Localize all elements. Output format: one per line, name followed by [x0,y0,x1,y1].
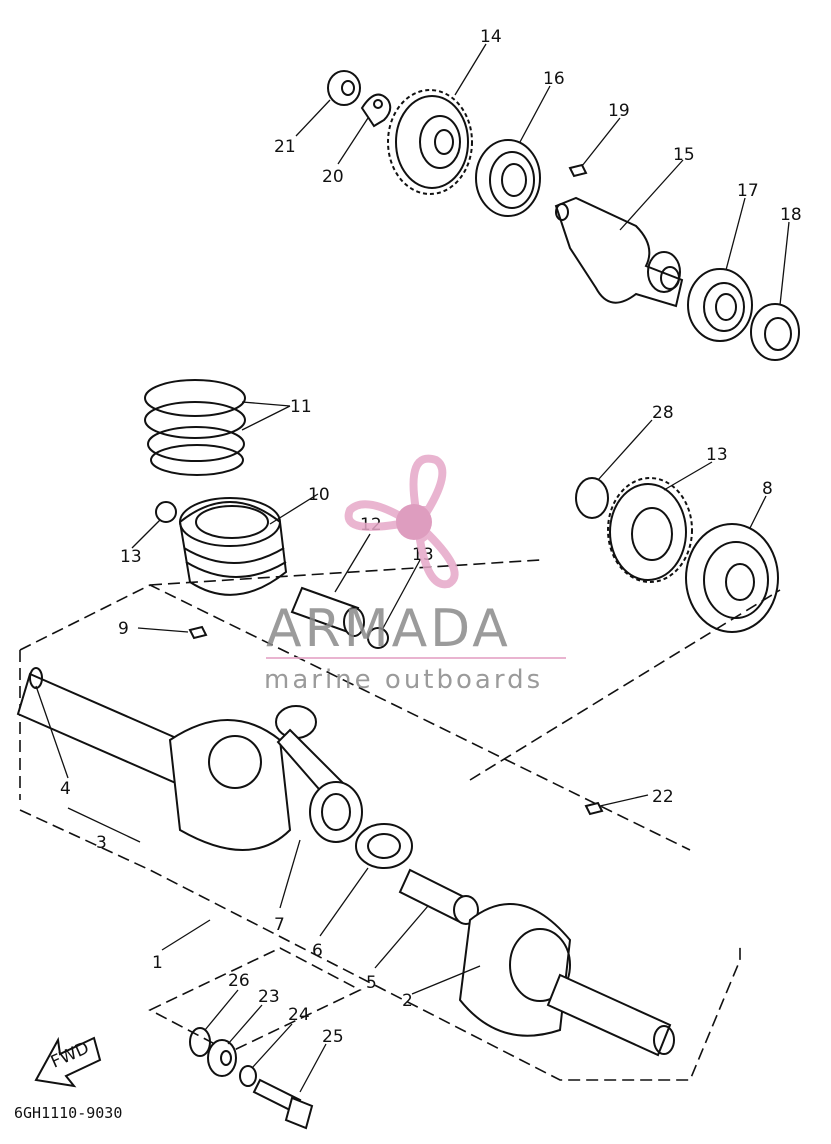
part-8-bearing [685,523,779,633]
callout-18: 17 [737,181,759,201]
part-12-piston-pin [290,586,365,637]
callout-3: 3 [96,833,107,853]
callout-24: 23 [258,987,280,1007]
callout-19: 18 [780,205,802,225]
part-23-key [584,801,604,816]
callout-9: 9 [118,619,129,639]
callout-14: 13 [706,445,728,465]
callout-23: 22 [652,787,674,807]
part-4-crank-half-left [16,667,292,851]
part-7-connecting-rod [275,705,363,843]
callout-1: 1 [152,953,163,973]
callout-6: 6 [312,941,323,961]
callout-13-left: 13 [120,547,142,567]
callout-26: 25 [322,1027,344,1047]
part-6-needle-bearing [355,823,413,869]
part-17-bearing [475,139,541,217]
callout-4: 4 [60,779,71,799]
part-22-nut [327,70,361,106]
callout-27: 26 [228,971,250,991]
callout-21: 20 [322,167,344,187]
part-11-piston-rings [144,379,246,476]
bolt-group [148,947,362,1130]
watermark-tagline: marine outboards [264,665,543,695]
fwd-arrow-icon: FWD [34,1036,102,1088]
callout-20: 19 [608,101,630,121]
watermark-name: ARMADA [266,599,511,659]
part-19-oil-seal [750,303,800,361]
piston-group [144,379,389,649]
part-28-circlip [575,477,609,519]
part-9-key [188,625,208,640]
part-5-crank-pin [398,868,479,925]
part-10-piston [178,497,288,596]
callout-7: 7 [274,915,285,935]
part-13-circlip-right [367,627,389,649]
callout-2: 2 [402,991,413,1011]
callout-8: 8 [762,479,773,499]
part-14-crank-gear [607,477,693,583]
crankshaft-assembly [16,559,781,1081]
callout-17: 16 [543,69,565,89]
camshaft-group [327,70,800,361]
leader-lines [35,43,790,1093]
figure-code: 6GH1110-9030 [14,1104,122,1122]
part-13-circlip-left [155,501,177,523]
part-25-lock-washer [239,1065,257,1087]
part-20-key [568,163,588,178]
callout-25: 24 [288,1005,310,1025]
part-26-bolt [252,1078,314,1130]
callout-labels: 14 16 19 15 17 18 21 20 11 10 1 2 13 13 2… [60,27,802,1047]
callout-22: 21 [274,137,296,157]
propeller-logo-icon [344,454,459,589]
part-15-gear [387,89,473,195]
callout-16: 15 [673,145,695,165]
callout-10: 10 [308,485,330,505]
callout-11: 11 [290,397,312,417]
part-16-balancer-shaft [554,196,684,308]
callout-28: 28 [652,403,674,423]
part-18-bearing [687,268,753,342]
callout-5: 5 [366,973,377,993]
part-24-washer [207,1039,237,1077]
callout-15: 14 [480,27,502,47]
part-2-crank-half-right [458,903,675,1057]
armada-watermark: ARMADA marine outboards [264,454,566,695]
part-27-o-ring [189,1027,211,1057]
part-21-lock-washer [360,93,392,128]
